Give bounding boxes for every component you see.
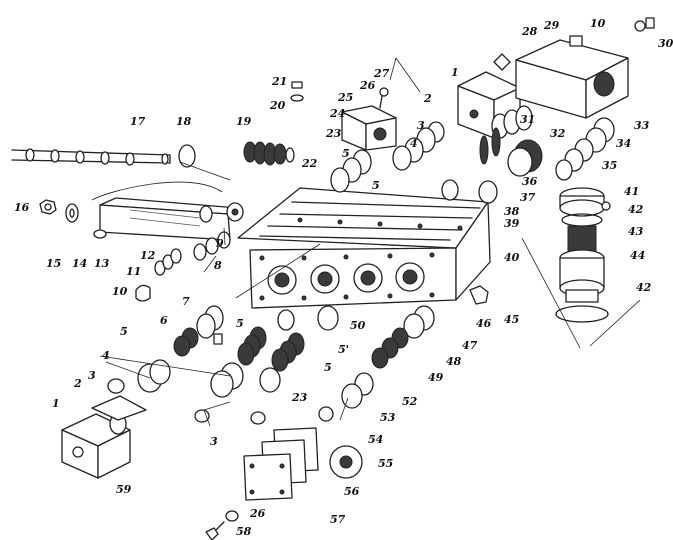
top-cover <box>341 87 397 151</box>
callout-24: 24 <box>330 107 346 120</box>
upper-middle-spools <box>330 121 501 204</box>
callout-5: 5 <box>342 147 350 160</box>
o-ring <box>178 144 196 168</box>
callout-10: 10 <box>590 17 606 30</box>
callout-26: 26 <box>250 507 266 520</box>
callout-52: 52 <box>402 395 418 408</box>
callout-16: 16 <box>14 201 30 214</box>
callout-36: 36 <box>522 175 538 188</box>
callout-12: 12 <box>140 249 156 262</box>
callout-59: 59 <box>116 483 132 496</box>
callout-23: 23 <box>326 127 342 140</box>
callout-2: 2 <box>424 92 432 105</box>
callout-55: 55 <box>378 457 394 470</box>
callout-29: 29 <box>544 19 560 32</box>
leader-lines <box>91 57 641 427</box>
callout-18: 18 <box>176 115 192 128</box>
callout-41: 41 <box>624 185 640 198</box>
upper-pump-assembly <box>457 17 655 139</box>
callout-56: 56 <box>344 485 360 498</box>
callout-57: 57 <box>330 513 346 526</box>
callout-7: 7 <box>182 295 190 308</box>
callout-34: 34 <box>616 137 632 150</box>
callout-11: 11 <box>126 265 142 278</box>
bellows <box>243 141 295 166</box>
callout-38: 38 <box>504 205 520 218</box>
callout-8: 8 <box>214 259 222 272</box>
callout-42: 42 <box>636 281 652 294</box>
callout-5: 5 <box>324 361 332 374</box>
callout-13: 13 <box>94 257 110 270</box>
right-column-assembly <box>555 187 609 323</box>
callout-50: 50 <box>350 319 366 332</box>
left-bracket <box>93 197 244 241</box>
callout-39: 39 <box>504 217 520 230</box>
callout-33: 33 <box>634 119 650 132</box>
callout-32: 32 <box>550 127 566 140</box>
callout-37: 37 <box>520 191 536 204</box>
callout-47: 47 <box>462 339 478 352</box>
callout-5-prime: 5' <box>338 343 350 356</box>
upper-spool-group <box>507 117 615 181</box>
callout-48: 48 <box>446 355 462 368</box>
callout-43: 43 <box>628 225 644 238</box>
callout-30: 30 <box>658 37 673 50</box>
callout-15: 15 <box>46 257 62 270</box>
callout-6: 6 <box>160 314 168 327</box>
nut-and-washer <box>39 199 79 223</box>
body-bolt-holes <box>259 217 463 301</box>
callout-1: 1 <box>52 397 60 410</box>
plug-cap <box>135 284 151 302</box>
callout-5: 5 <box>120 325 128 338</box>
lower-cover-stack <box>205 427 363 540</box>
callout-14: 14 <box>72 257 88 270</box>
callout-3: 3 <box>88 369 96 382</box>
body-ports <box>267 262 425 295</box>
callout-46: 46 <box>476 317 492 330</box>
callout-25: 25 <box>338 91 354 104</box>
callout-10: 10 <box>112 285 128 298</box>
valve-body <box>237 187 491 309</box>
callout-20: 20 <box>270 99 286 112</box>
callout-2: 2 <box>74 377 82 390</box>
callout-58: 58 <box>236 525 252 538</box>
callout-3: 3 <box>417 119 425 132</box>
callout-5: 5 <box>236 317 244 330</box>
lower-center-spool <box>318 285 489 422</box>
callout-27: 27 <box>374 67 390 80</box>
callout-23: 23 <box>292 391 308 404</box>
callout-3: 3 <box>210 435 218 448</box>
callout-28: 28 <box>522 25 538 38</box>
callout-17: 17 <box>130 115 146 128</box>
small-washer <box>601 201 611 211</box>
callout-9: 9 <box>216 237 224 250</box>
callout-4: 4 <box>410 137 418 150</box>
callout-26: 26 <box>360 79 376 92</box>
callout-54: 54 <box>368 433 384 446</box>
callout-40: 40 <box>504 251 520 264</box>
callout-35: 35 <box>602 159 618 172</box>
lower-pump <box>61 395 147 479</box>
callout-5: 5 <box>372 179 380 192</box>
callout-4: 4 <box>102 349 110 362</box>
callout-45: 45 <box>504 313 520 326</box>
callout-21: 21 <box>272 75 288 88</box>
callout-1: 1 <box>451 66 459 79</box>
plug-and-washer-top <box>290 81 304 102</box>
callout-49: 49 <box>428 371 444 384</box>
callout-44: 44 <box>630 249 646 262</box>
lower-left-spools <box>107 305 339 425</box>
callout-19: 19 <box>236 115 252 128</box>
callout-22: 22 <box>302 157 318 170</box>
callout-53: 53 <box>380 411 396 424</box>
shaft <box>11 148 171 166</box>
callout-42: 42 <box>628 203 644 216</box>
callout-31: 31 <box>520 113 536 126</box>
